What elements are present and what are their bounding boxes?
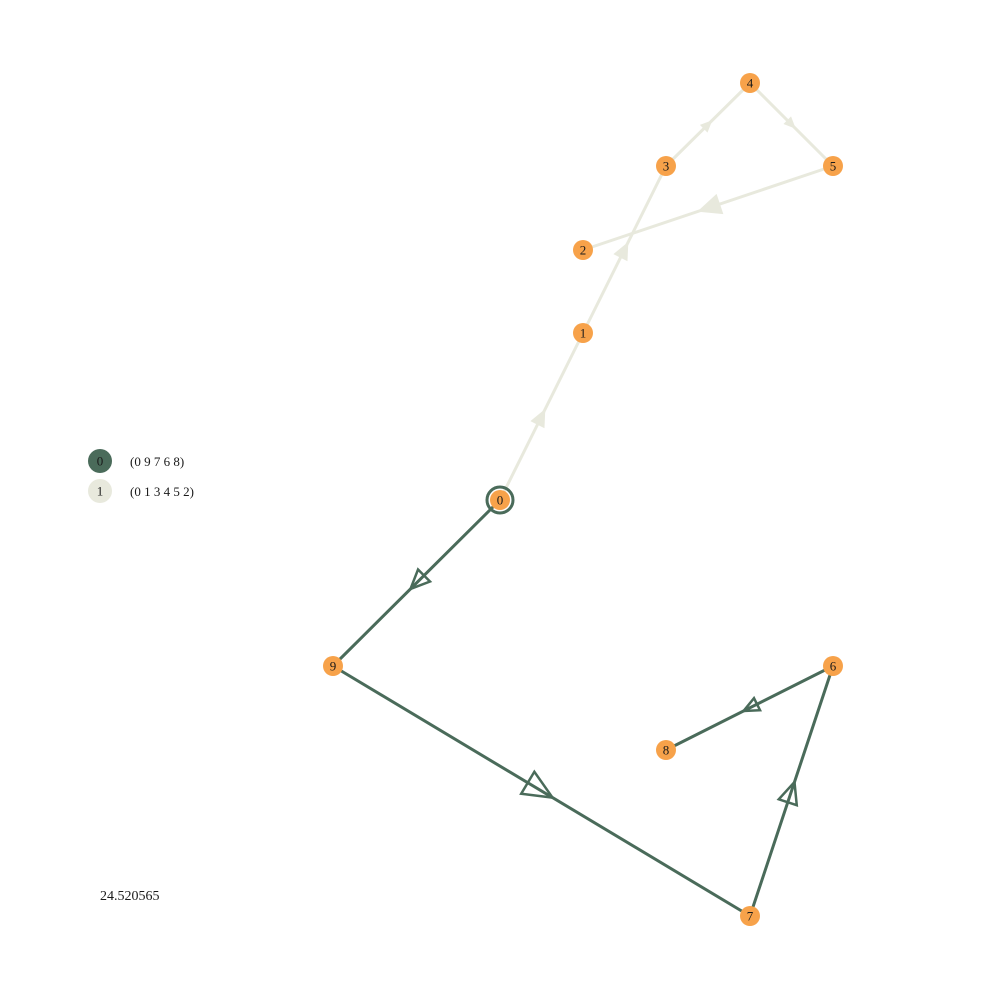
node-label: 8	[663, 743, 670, 758]
edge-route-0-6-to-8	[664, 664, 835, 752]
edges-layer	[331, 81, 835, 918]
node-circle	[740, 73, 760, 93]
node-8: 8	[656, 740, 676, 760]
node-label: 2	[580, 243, 587, 258]
legend-item-route-1: 1 (0 1 3 4 5 2)	[88, 479, 194, 503]
arrowhead-route-0-6-to-8	[740, 695, 763, 713]
arrowhead-route-1-1-to-3	[613, 241, 629, 262]
node-3: 3	[656, 156, 676, 176]
node-label: 4	[747, 76, 754, 91]
node-6: 6	[823, 656, 843, 676]
node-circle	[740, 906, 760, 926]
node-2: 2	[573, 240, 593, 260]
node-0: 0	[485, 485, 515, 515]
node-4: 4	[740, 73, 760, 93]
node-1: 1	[573, 323, 593, 343]
node-label: 5	[830, 159, 837, 174]
legend-swatch-route-0	[88, 449, 112, 473]
node-circle	[656, 740, 676, 760]
legend-swatch-label-route-1: 1	[97, 484, 104, 499]
legend-item-route-0: 0 (0 9 7 6 8)	[88, 449, 184, 473]
node-label: 3	[663, 159, 670, 174]
node-circle	[823, 156, 843, 176]
arrowhead-route-0-9-to-7	[519, 769, 556, 800]
arrowhead-route-0-7-to-6	[776, 779, 799, 808]
legend-text-route-1: (0 1 3 4 5 2)	[130, 484, 194, 499]
node-label: 9	[330, 659, 337, 674]
node-label: 7	[747, 909, 754, 924]
node-circle	[823, 656, 843, 676]
node-label: 1	[580, 326, 587, 341]
node-circle	[490, 490, 510, 510]
node-5: 5	[823, 156, 843, 176]
arrowhead-route-1-0-to-1	[530, 408, 546, 429]
node-circle	[323, 656, 343, 676]
arrowhead-route-1-4-to-5	[783, 116, 796, 129]
node-9: 9	[323, 656, 343, 676]
arrowhead-route-1-3-to-4	[699, 120, 713, 133]
node-label: 0	[497, 493, 504, 508]
nodes-layer: 0 1 2 3 4 5 6 7 8 9	[323, 73, 843, 926]
legend-swatch-route-1	[88, 479, 112, 503]
total-cost: 24.520565	[100, 889, 160, 904]
node-circle	[573, 240, 593, 260]
edge-route-0-9-to-7	[331, 664, 752, 918]
edge-route-0-0-to-9	[331, 498, 502, 668]
depot-ring	[485, 485, 515, 515]
node-7: 7	[740, 906, 760, 926]
legend-swatch-label-route-0: 0	[97, 454, 104, 469]
node-circle	[573, 323, 593, 343]
node-label: 6	[830, 659, 837, 674]
arrowhead-route-1-5-to-2	[697, 193, 724, 215]
legend-text-route-0: (0 9 7 6 8)	[130, 454, 184, 469]
node-circle	[656, 156, 676, 176]
legend: 0 (0 9 7 6 8) 1 (0 1 3 4 5 2)	[88, 449, 194, 503]
edge-route-0-7-to-6	[748, 664, 835, 918]
arrowhead-route-0-0-to-9	[408, 567, 433, 592]
